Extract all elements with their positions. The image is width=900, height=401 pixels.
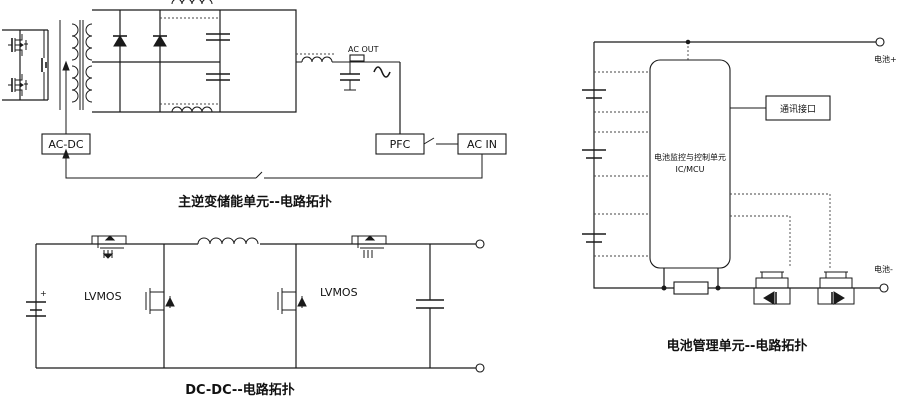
bms-caption: 电池管理单元--电路拓扑 bbox=[667, 338, 808, 354]
mosfet-icon bbox=[351, 235, 387, 258]
diode-icon bbox=[113, 35, 127, 47]
battery-icon bbox=[582, 89, 606, 99]
mcu-label: 电池监控与控制单元 bbox=[654, 152, 726, 162]
output-terminal bbox=[475, 363, 485, 373]
inductor-icon bbox=[301, 56, 333, 63]
mosfet-icon bbox=[8, 74, 28, 96]
inverter-topology: AC OUT PFC AC IN AC-DC 主逆变储能单元--电路拓扑 bbox=[2, 0, 507, 210]
capacitor-icon bbox=[206, 73, 230, 81]
shunt-resistor bbox=[673, 281, 709, 295]
ac-out-label: AC OUT bbox=[348, 45, 379, 54]
capacitor-icon bbox=[340, 62, 360, 91]
capacitor-icon bbox=[41, 58, 47, 72]
comm-interface-block bbox=[765, 95, 831, 121]
diode-icon bbox=[153, 35, 167, 47]
lvmos-right-label: LVMOS bbox=[320, 286, 358, 299]
bms-topology: 电池+ 电池- 电池监控与控制单元 IC/MCU 通讯接口 bbox=[582, 37, 897, 354]
sine-source-icon bbox=[373, 66, 391, 78]
inverter-caption: 主逆变储能单元--电路拓扑 bbox=[178, 194, 332, 210]
battery-icon bbox=[582, 149, 606, 159]
battery-icon bbox=[26, 301, 46, 317]
inductor-icon bbox=[197, 237, 259, 245]
dcdc-topology: + LVMOS LVMOS bbox=[26, 235, 485, 398]
battery-minus-label: 电池- bbox=[874, 264, 893, 274]
mosfet-icon bbox=[753, 271, 791, 305]
ac-dc-label: AC-DC bbox=[48, 138, 83, 151]
dcdc-caption: DC-DC--电路拓扑 bbox=[185, 382, 294, 398]
transformer-icon bbox=[59, 20, 93, 110]
battery-plus-terminal bbox=[875, 37, 885, 47]
mosfet-icon bbox=[8, 34, 28, 56]
battery-icon bbox=[582, 233, 606, 243]
mcu-sub-label: IC/MCU bbox=[676, 165, 705, 174]
capacitor-icon bbox=[416, 299, 444, 309]
mosfet-icon bbox=[277, 288, 307, 314]
pfc-label: PFC bbox=[390, 138, 411, 151]
mcu-block bbox=[649, 59, 731, 269]
battery-minus-terminal bbox=[879, 283, 889, 293]
mosfet-icon bbox=[817, 271, 855, 305]
capacitor-icon bbox=[206, 33, 230, 41]
ac-in-label: AC IN bbox=[467, 138, 497, 151]
output-terminal bbox=[475, 239, 485, 249]
mosfet-icon bbox=[91, 235, 127, 259]
svg-text:+: + bbox=[40, 289, 47, 298]
comm-label: 通讯接口 bbox=[780, 103, 816, 115]
mosfet-icon bbox=[145, 288, 175, 314]
battery-plus-label: 电池+ bbox=[874, 54, 897, 64]
ac-out-terminal bbox=[349, 54, 365, 62]
lvmos-left-label: LVMOS bbox=[84, 290, 122, 303]
